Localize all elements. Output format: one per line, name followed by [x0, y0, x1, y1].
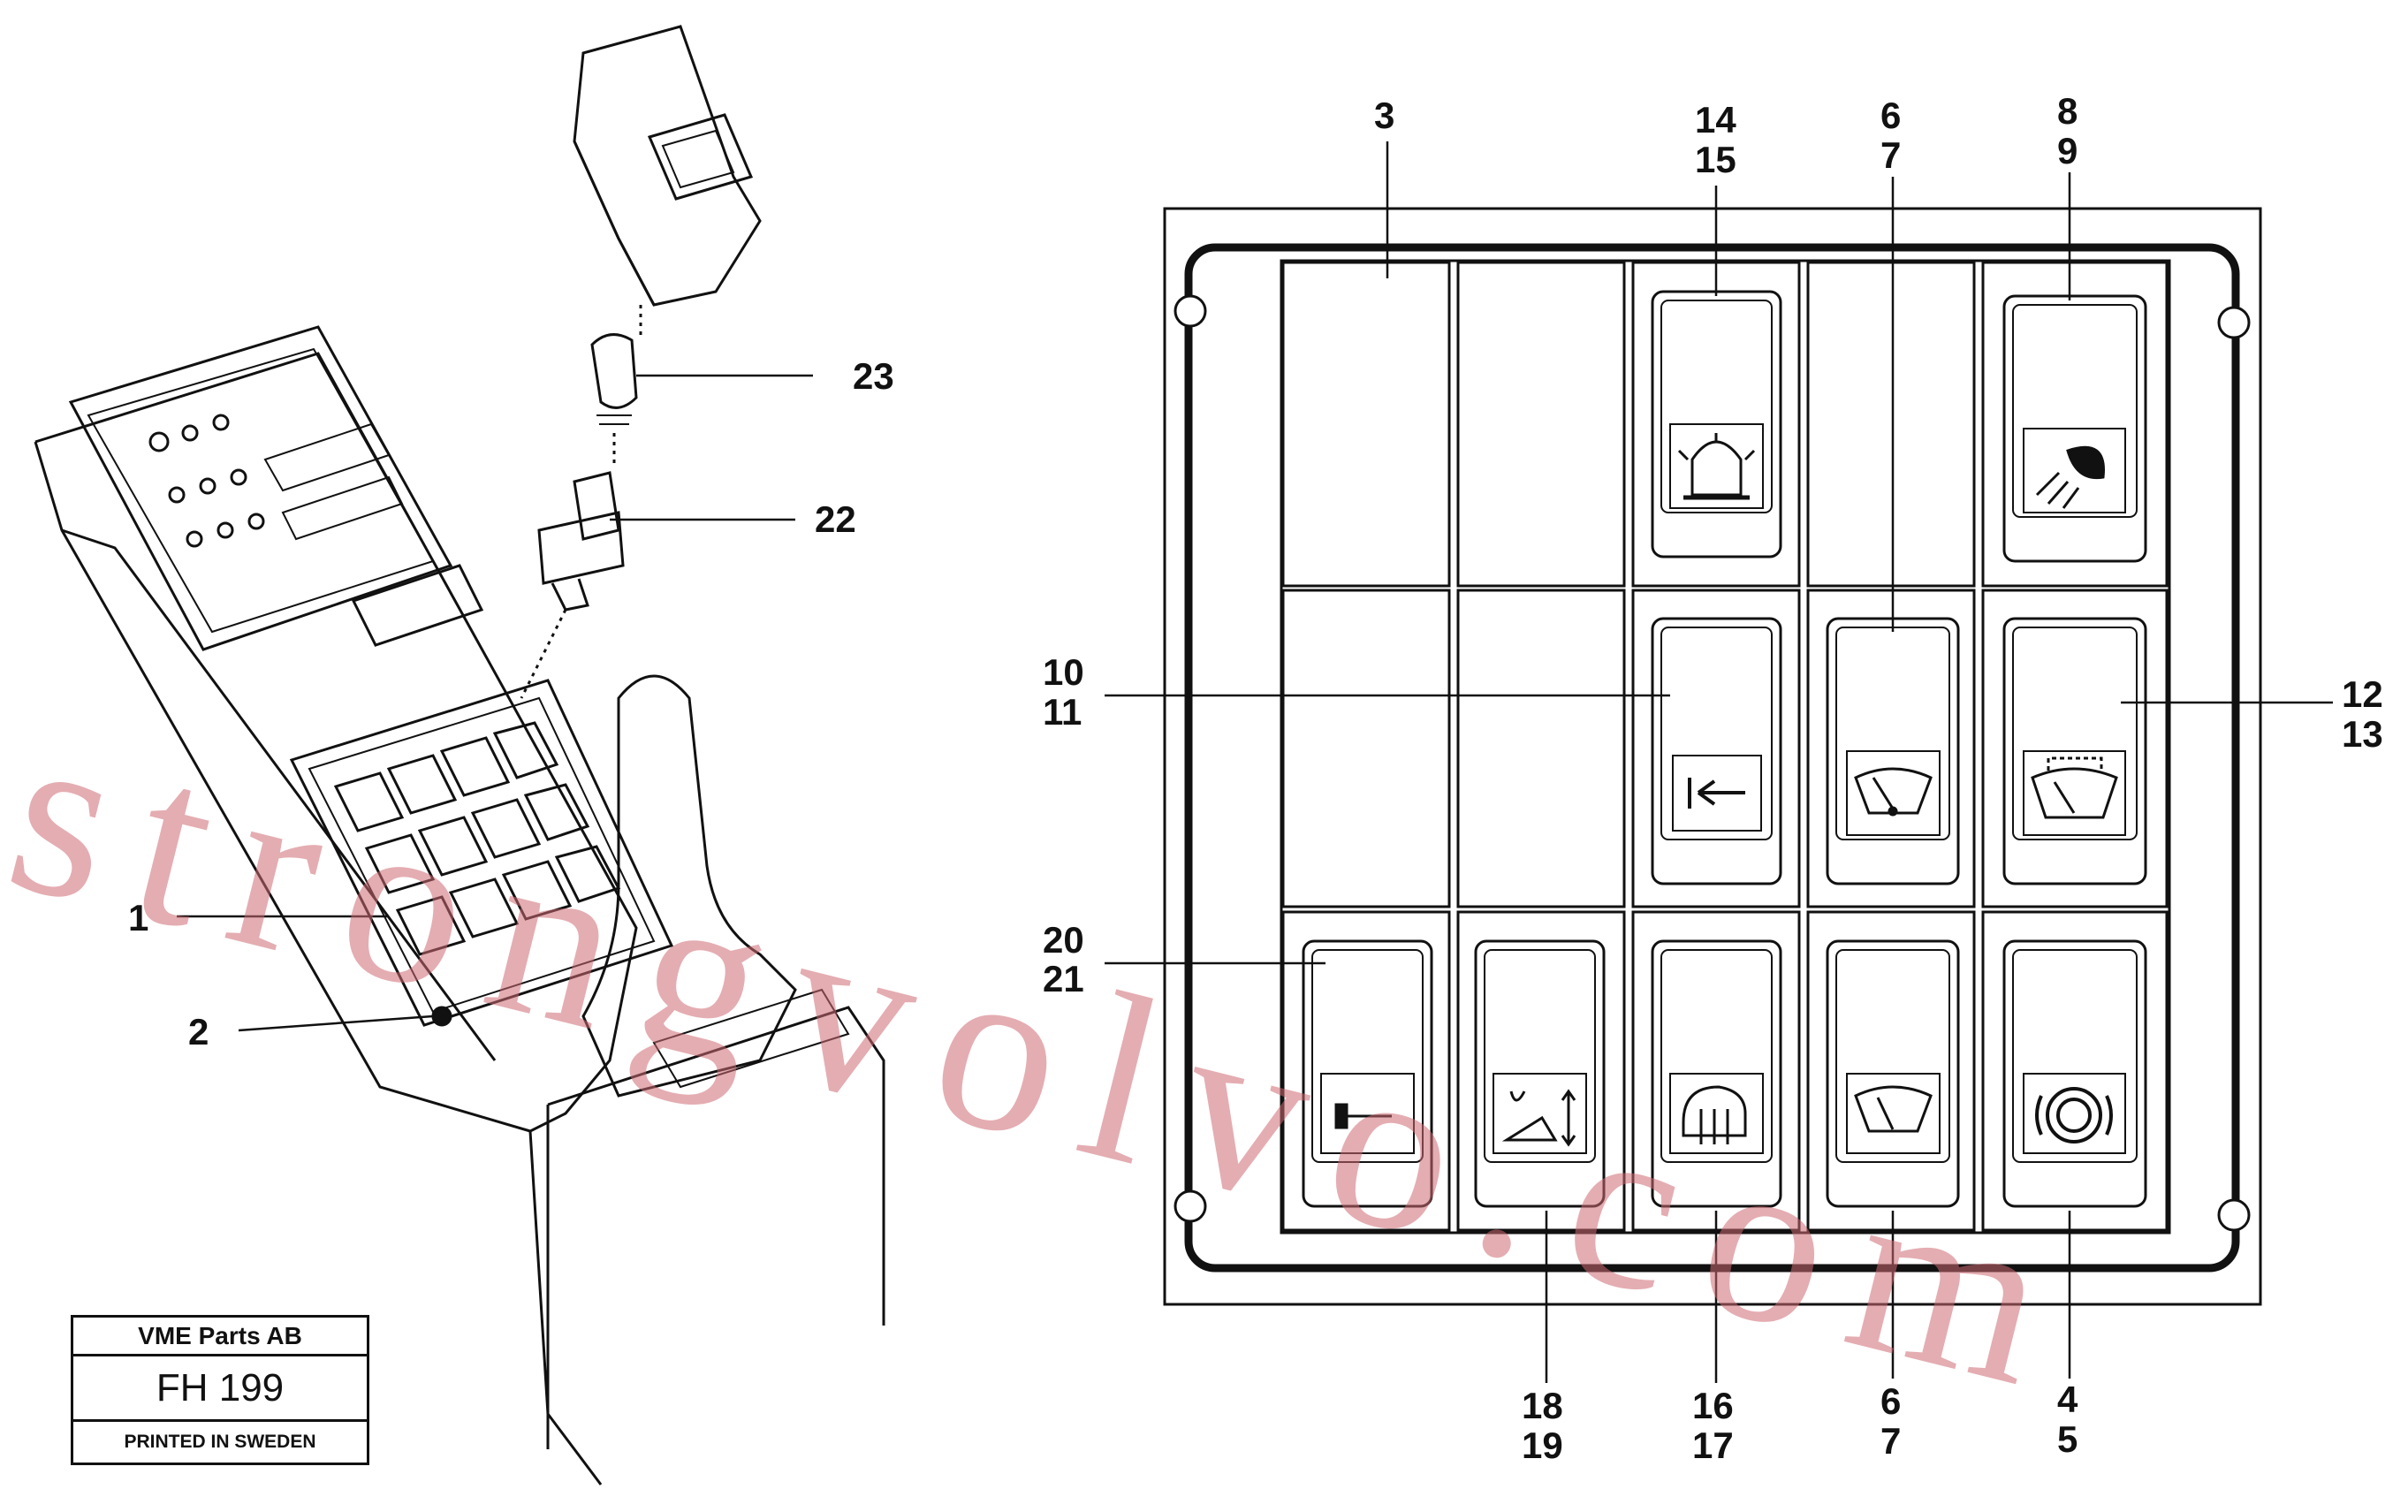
switch-panel [1163, 207, 2262, 1306]
work-light-icon [2035, 445, 2105, 509]
callout-23: 23 [853, 355, 894, 397]
bulb-23 [590, 333, 638, 464]
arrow-left-stop-icon [1688, 778, 1745, 809]
rocker-switch-exploded [573, 25, 762, 340]
callout-12: 12 [2342, 673, 2383, 715]
callout-4: 4 [2057, 1379, 2078, 1420]
brake-icon [2035, 1087, 2113, 1143]
switch-grid [1281, 261, 2169, 1232]
callout-8: 8 [2057, 90, 2078, 132]
windshield-wiper-icon [1854, 1085, 1933, 1133]
callout-6-bottom: 6 [1880, 1380, 1901, 1422]
callout-16: 16 [1692, 1385, 1734, 1426]
callout-19: 19 [1522, 1425, 1563, 1466]
callout-15: 15 [1695, 139, 1736, 180]
panel-leader-lines [1105, 141, 2333, 1383]
callout-6-top: 6 [1880, 95, 1901, 136]
left-leader-lines [177, 374, 813, 1032]
callout-14: 14 [1695, 99, 1736, 141]
rotating-beacon-icon [1677, 433, 1756, 500]
operator-console [34, 325, 885, 1485]
printed-note: PRINTED IN SWEDEN [124, 1432, 316, 1452]
callout-22: 22 [815, 498, 856, 540]
callout-2: 2 [188, 1011, 209, 1052]
hammer-icon [1334, 1103, 1392, 1129]
callout-11: 11 [1043, 691, 1082, 733]
callout-9: 9 [2057, 130, 2078, 171]
callout-1: 1 [128, 897, 148, 938]
rear-wiper-icon [1854, 767, 1933, 817]
rocker-switches [1302, 290, 2147, 1208]
bulb-holder-22 [520, 471, 625, 699]
boom-float-icon [1501, 1089, 1576, 1147]
callout-18: 18 [1522, 1385, 1563, 1426]
callout-5: 5 [2057, 1418, 2078, 1460]
callout-7-bottom: 7 [1880, 1420, 1901, 1462]
callout-10: 10 [1043, 651, 1084, 693]
company-name: VME Parts AB [73, 1318, 367, 1356]
callout-7-top: 7 [1880, 134, 1901, 176]
rear-defroster-icon [1682, 1085, 1747, 1144]
drawing-code: FH 199 [73, 1356, 367, 1422]
callout-20: 20 [1043, 919, 1084, 961]
callout-21: 21 [1043, 958, 1084, 999]
callout-17: 17 [1692, 1425, 1734, 1466]
front-wiper-icon [2031, 756, 2118, 819]
callout-13: 13 [2342, 713, 2383, 755]
callout-3: 3 [1374, 95, 1394, 136]
title-block: VME Parts AB FH 199 PRINTED IN SWEDEN [71, 1315, 369, 1465]
